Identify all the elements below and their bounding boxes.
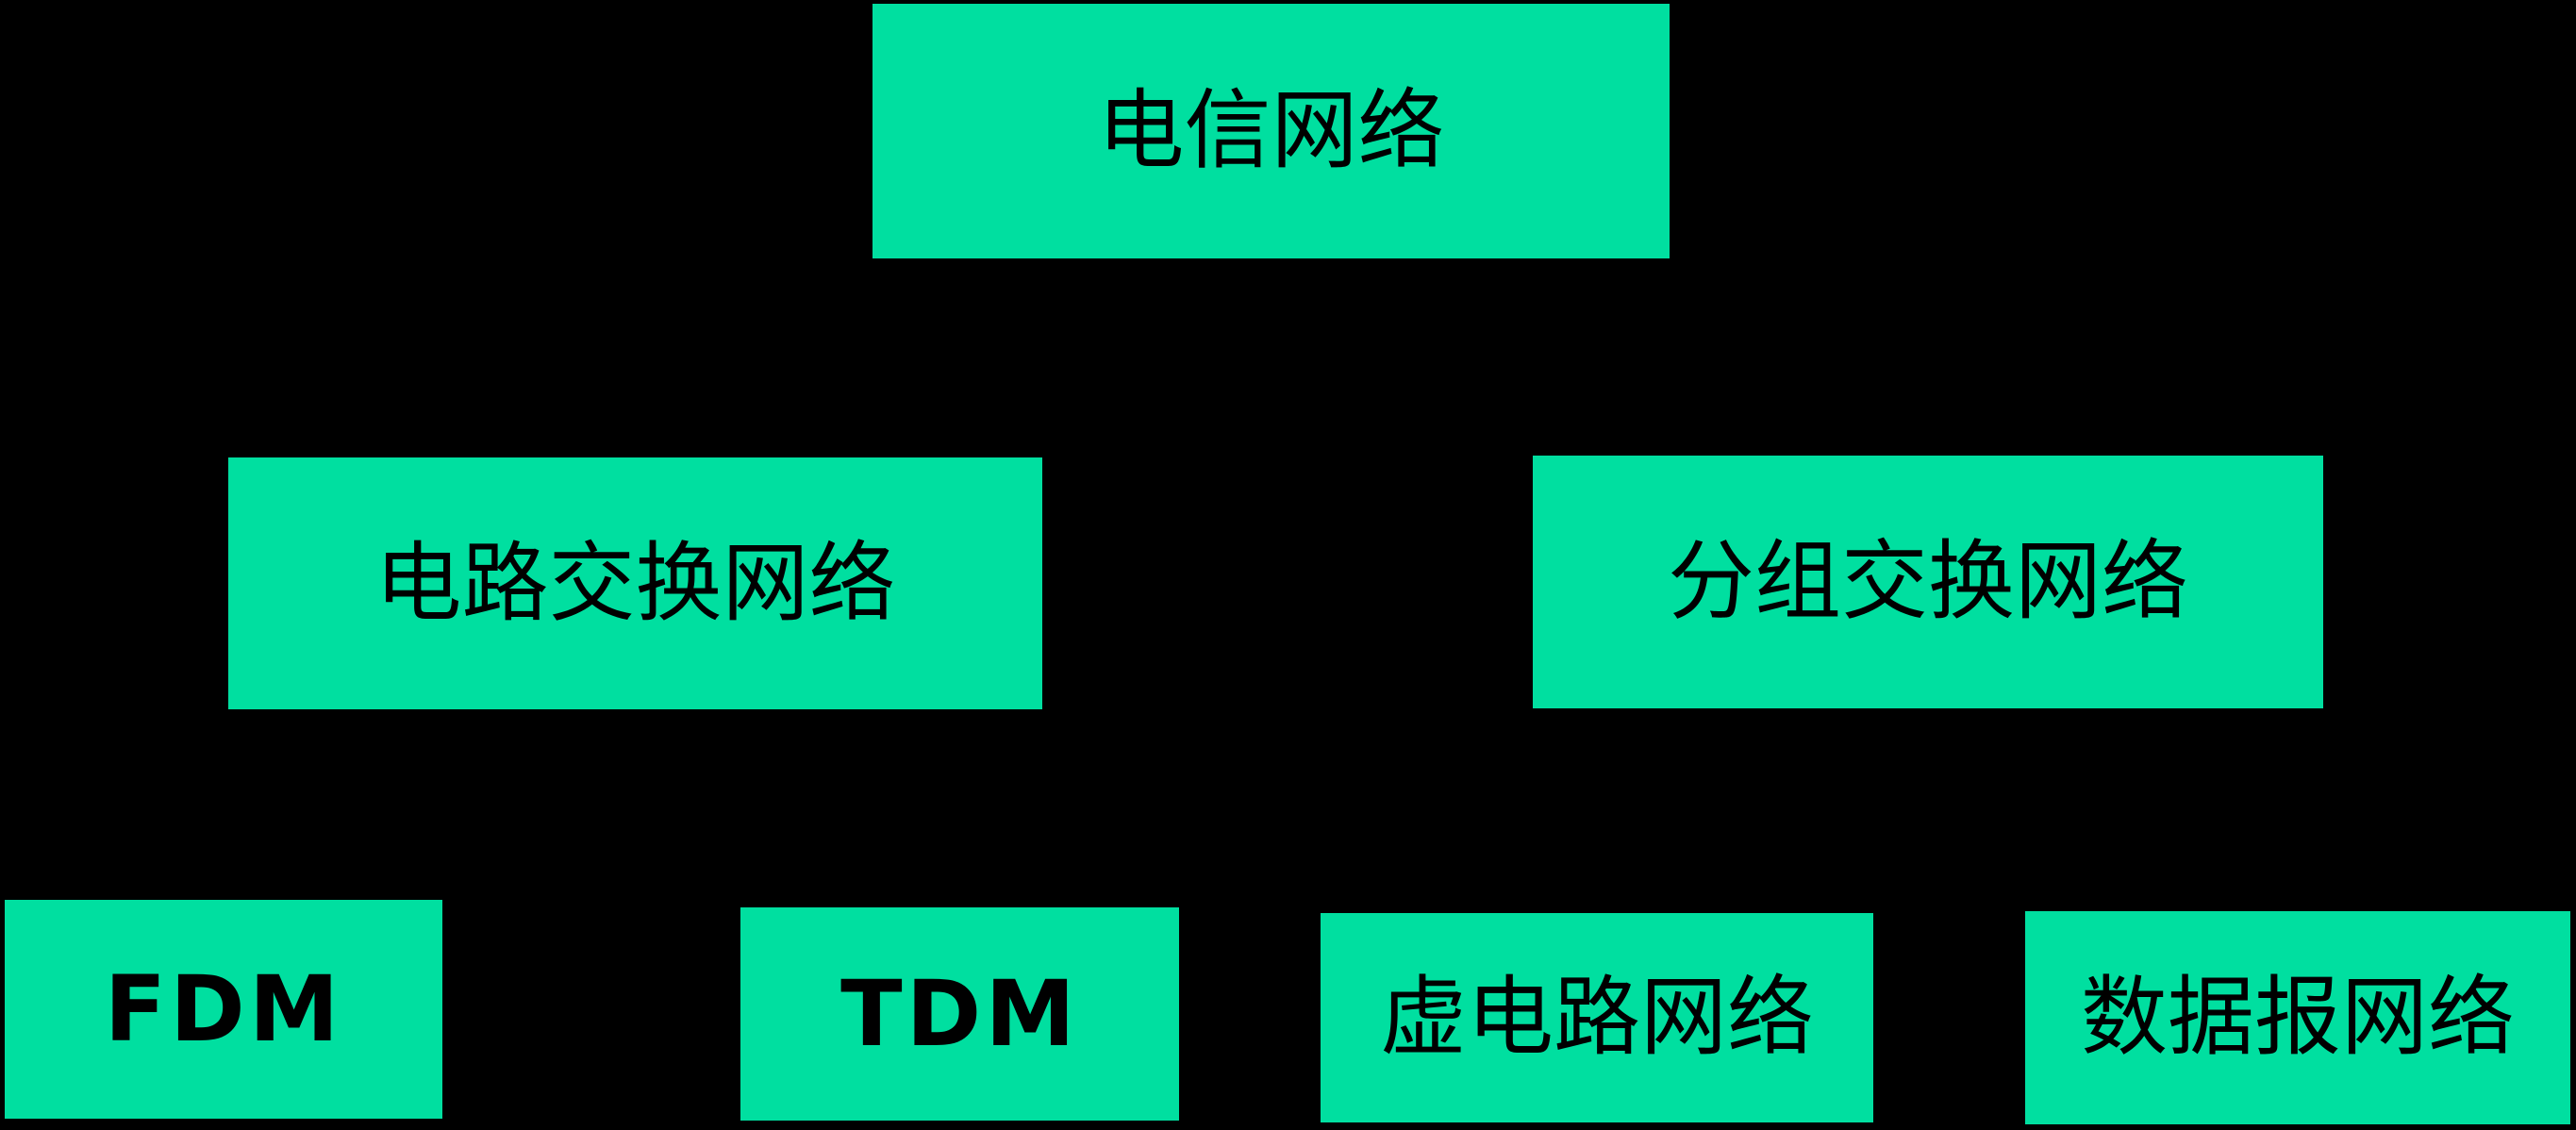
node-virtual-circuit-network: 虚电路网络 bbox=[1321, 913, 1873, 1122]
node-circuit-switched-network: 电路交换网络 bbox=[228, 457, 1042, 709]
node-fdm: FDM bbox=[5, 900, 442, 1119]
node-datagram-network-label: 数据报网络 bbox=[2080, 967, 2515, 1068]
node-tdm-label: TDM bbox=[840, 961, 1079, 1067]
node-circuit-switched-network-label: 电路交换网络 bbox=[374, 532, 896, 634]
node-virtual-circuit-network-label: 虚电路网络 bbox=[1379, 967, 1814, 1068]
node-telecom-network: 电信网络 bbox=[873, 4, 1670, 258]
node-packet-switched-network-label: 分组交换网络 bbox=[1667, 531, 2188, 632]
node-telecom-network-label: 电信网络 bbox=[1097, 80, 1445, 181]
node-packet-switched-network: 分组交换网络 bbox=[1533, 456, 2323, 708]
node-datagram-network: 数据报网络 bbox=[2025, 911, 2570, 1124]
node-fdm-label: FDM bbox=[104, 956, 343, 1062]
node-tdm: TDM bbox=[740, 907, 1179, 1121]
